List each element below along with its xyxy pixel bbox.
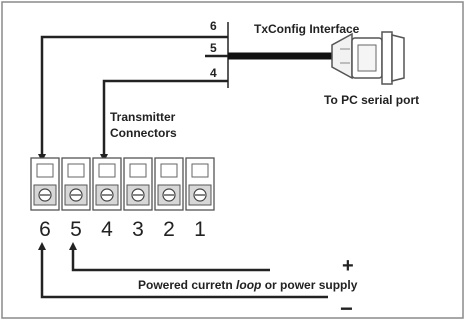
connectors-label: Connectors	[110, 126, 177, 140]
wire-6	[38, 35, 228, 162]
txconfig-interface-label: TxConfig Interface	[254, 22, 360, 36]
terminal-number-4: 4	[101, 218, 113, 241]
wire-label-6: 6	[210, 19, 217, 33]
wire-label-4: 4	[210, 66, 217, 80]
wire-4	[100, 79, 228, 162]
terminal-number-2: 2	[163, 218, 175, 241]
terminal-1: 1	[185, 157, 215, 241]
minus-sign: −	[340, 296, 353, 320]
terminal-2: 2	[154, 157, 184, 241]
wire-label-5: 5	[210, 41, 217, 55]
terminal-5: 5	[61, 157, 91, 241]
power-supply-label: Powered curretn loop or power supply	[138, 278, 358, 292]
terminal-number-3: 3	[132, 218, 144, 241]
terminal-3: 3	[123, 157, 153, 241]
plus-sign: +	[342, 255, 354, 277]
terminal-4: 4	[92, 157, 122, 241]
pc-serial-port-label: To PC serial port	[324, 93, 419, 107]
transmitter-label: Transmitter	[110, 110, 176, 124]
wire-positive	[69, 242, 270, 272]
wire-negative	[38, 242, 328, 299]
terminal-number-1: 1	[194, 218, 206, 241]
terminal-number-5: 5	[70, 218, 82, 241]
terminal-number-6: 6	[39, 218, 51, 241]
terminal-6: 6	[30, 157, 60, 241]
db9-connector-icon	[331, 31, 405, 85]
